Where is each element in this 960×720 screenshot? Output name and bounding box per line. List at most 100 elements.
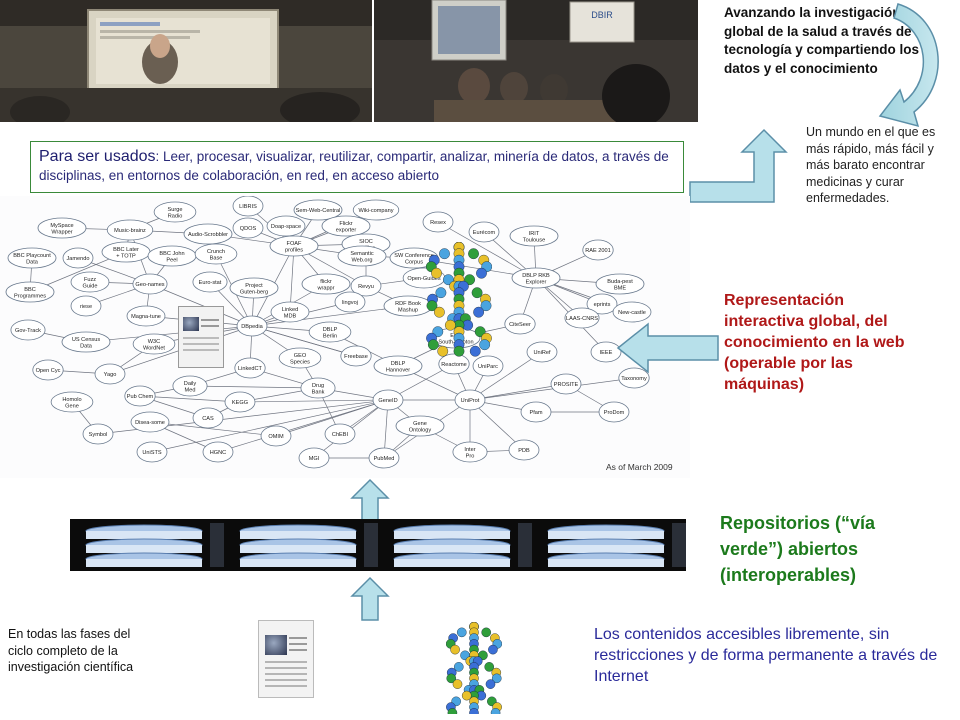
graph-node-label: Programmes xyxy=(14,293,46,299)
graph-node-shape xyxy=(334,291,366,313)
graph-node: ChEBI xyxy=(324,423,356,445)
graph-node-label: DBLP xyxy=(323,327,338,333)
graph-node-label: BME xyxy=(614,285,626,291)
graph-node-shape xyxy=(586,293,618,315)
free-access-text: Los contenidos accesibles libremente, si… xyxy=(594,626,938,685)
graph-node-shape xyxy=(598,401,630,423)
graph-node-shape xyxy=(468,221,500,243)
graph-node-label: ChEBI xyxy=(332,432,349,438)
graph-edge xyxy=(289,245,295,313)
graph-node-label: wrappr xyxy=(316,285,334,291)
graph-node: Magna-tune xyxy=(126,305,166,327)
repository-disk-body xyxy=(394,531,510,539)
graph-node-label: Revyu xyxy=(358,284,374,290)
graph-node-shape xyxy=(337,245,387,267)
open-repositories-text: Repositorios (“vía verde”) abiertos (int… xyxy=(720,513,876,585)
repository-connector xyxy=(672,523,686,567)
graph-node-shape xyxy=(130,411,170,433)
graph-node-label: Species xyxy=(290,359,310,365)
graph-node-label: Flickr xyxy=(339,221,352,227)
graph-node-shape xyxy=(324,423,356,445)
linked-data-graph: SurgeRadioMusic-brainzAudio-ScrobblerLIB… xyxy=(5,195,652,469)
graph-node-shape xyxy=(300,377,336,399)
dna-atom xyxy=(469,708,479,714)
graph-node-shape xyxy=(61,331,111,353)
graph-node-label: Eurécom xyxy=(473,230,496,236)
graph-node-shape xyxy=(508,439,540,461)
dna-atom xyxy=(488,644,498,655)
graph-node-shape xyxy=(260,425,292,447)
graph-node-shape xyxy=(452,441,488,463)
graph-node-shape xyxy=(395,415,445,437)
graph-node-shape xyxy=(504,313,536,335)
graph-node-shape xyxy=(340,345,372,367)
graph-node-label: Homolo xyxy=(62,397,81,403)
paper-thumbnail-image xyxy=(265,635,287,655)
graph-node-label: PubMed xyxy=(374,456,395,462)
graph-node-shape xyxy=(70,295,102,317)
graph-node-label: IEEE xyxy=(600,350,613,356)
graph-node: Pfam xyxy=(520,401,552,423)
graph-node: New-castle xyxy=(612,301,652,323)
graph-edge xyxy=(469,377,635,401)
graph-node-label: Pfam xyxy=(529,410,542,416)
graph-node-label: Guten-berg xyxy=(240,289,268,295)
graph-node: Wiki-company xyxy=(352,199,400,221)
graph-node-label: PROSITE xyxy=(554,382,579,388)
graph-edge xyxy=(85,325,253,343)
graph-node-label: Yago xyxy=(104,372,117,378)
graph-node-shape xyxy=(234,357,266,379)
dna-molecule-icon-bottom xyxy=(446,622,502,714)
usage-lead: Para ser usados xyxy=(39,148,156,165)
graph-edge xyxy=(189,385,319,389)
graph-node-label: Hannover xyxy=(386,367,410,373)
graph-node-label: Jamendo xyxy=(66,256,89,262)
dna-atom xyxy=(473,306,485,318)
graph-node-label: W3C xyxy=(148,339,160,345)
graph-node-label: Semantic xyxy=(350,251,374,257)
graph-node-label: CAS xyxy=(202,416,214,422)
graph-node-label: Symbol xyxy=(89,432,108,438)
graph-node-label: BBC xyxy=(24,287,36,293)
graph-node-shape xyxy=(526,341,558,363)
graph-node-label: UniParc xyxy=(478,364,498,370)
conference-photo-left xyxy=(0,0,372,122)
room-sign-text: DBIR xyxy=(591,10,613,20)
graph-node-shape xyxy=(32,359,64,381)
graph-node-shape xyxy=(269,235,319,257)
graph-node-label: Euro-stat xyxy=(199,280,222,286)
graph-node-label: MDB xyxy=(284,313,297,319)
graph-node-shape xyxy=(352,199,400,221)
graph-node-label: UniProt xyxy=(461,398,480,404)
dna-molecule-icon xyxy=(426,242,492,357)
graph-node-label: Pub Chem xyxy=(127,394,154,400)
graph-node-label: Linked xyxy=(282,307,298,313)
graph-node: Reactome xyxy=(438,353,470,375)
graph-node: PubMed xyxy=(368,447,400,469)
graph-node-label: Med xyxy=(185,387,196,393)
graph-node: Jamendo xyxy=(62,247,94,269)
dna-atom xyxy=(453,345,465,357)
graph-node-label: LinkedCT xyxy=(238,366,263,372)
graph-node-label: RDF Book xyxy=(395,301,421,307)
graph-node: MGI xyxy=(298,447,330,469)
graph-node-label: Gene xyxy=(413,421,427,427)
repository-server-icon xyxy=(393,523,532,567)
paper-thumbnail xyxy=(258,620,314,698)
graph-node: Eurécom xyxy=(468,221,500,243)
dna-atom xyxy=(450,644,460,655)
graph-edge xyxy=(139,395,241,403)
graph-edge xyxy=(149,421,277,437)
graph-node-shape xyxy=(183,223,233,245)
graph-node-label: HGNC xyxy=(210,450,226,456)
graph-node-shape xyxy=(10,319,46,341)
graph-node-label: Taxonomy xyxy=(621,376,647,382)
graph-node-shape xyxy=(7,247,57,269)
